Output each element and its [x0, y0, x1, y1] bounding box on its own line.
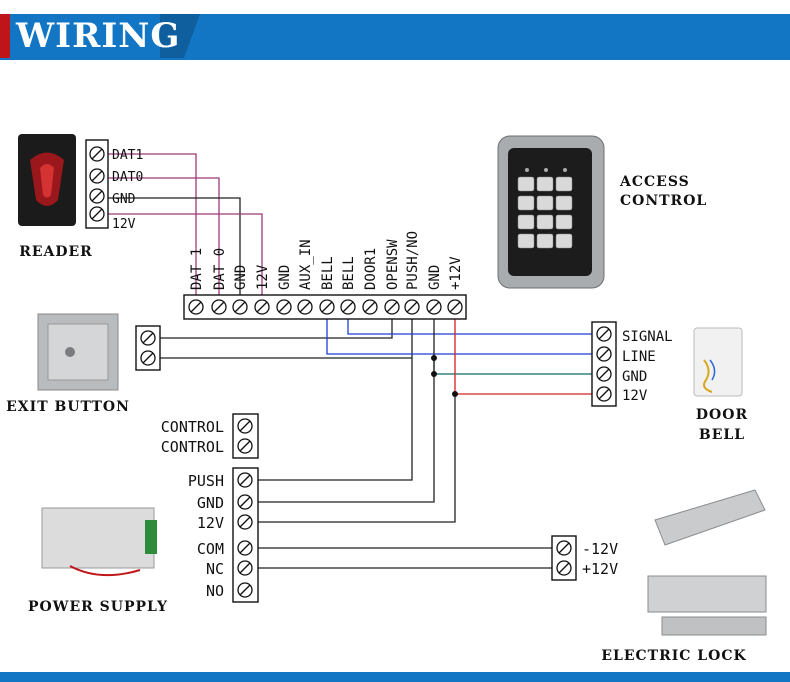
reader-terminal-gnd: GND [112, 192, 136, 207]
access-control-caption-2: CONTROL [620, 193, 707, 209]
controller-terminal-bell-2: BELL [341, 256, 357, 290]
power-terminal-push: PUSH [188, 472, 224, 490]
controller-terminal-door1: DOOR1 [363, 248, 379, 290]
controller-terminal-gnd-2: GND [277, 265, 293, 290]
controller-terminal-gnd-3: GND [427, 265, 443, 290]
page-title: WIRING [16, 16, 181, 56]
door-bell-caption-2: BELL [699, 427, 745, 443]
reader-terminal-block [85, 139, 109, 229]
controller-terminal-push-no: PUSH/NO [405, 231, 421, 290]
controller-terminal-labels: DAT 1 DAT 0 GND 12V GND AUX_IN BELL BELL… [189, 231, 464, 290]
doorbell-terminal-line: LINE [622, 349, 656, 365]
reader-terminal-dat0: DAT0 [112, 170, 143, 185]
control-terminal-2: CONTROL [161, 438, 224, 456]
reader-terminal-dat1: DAT1 [112, 148, 143, 163]
exit-button-caption: EXIT BUTTON [6, 399, 130, 415]
reader-terminal-12v: 12V [112, 217, 136, 232]
lock-terminal-plus12v: +12V [582, 560, 618, 578]
doorbell-terminal-gnd: GND [622, 369, 647, 385]
controller-terminal-plus12v: +12V [448, 256, 464, 290]
power-terminal-block [232, 467, 259, 603]
header-bar [10, 14, 790, 58]
reader-caption: READER [19, 244, 93, 260]
access-control-image [497, 135, 605, 289]
reader-image [18, 134, 76, 226]
doorbell-terminal-12v: 12V [622, 388, 648, 404]
control-screws [237, 418, 253, 454]
controller-terminal-dat1: DAT 1 [189, 248, 205, 290]
power-terminal-com: COM [197, 540, 224, 558]
power-terminal-gnd: GND [197, 494, 224, 512]
wires [108, 153, 592, 569]
exit-button-image [37, 313, 119, 391]
controller-terminal-gnd-1: GND [233, 265, 249, 290]
controller-terminal-12v: 12V [255, 264, 271, 290]
footer-bar [0, 672, 790, 682]
power-supply-caption: POWER SUPPLY [28, 599, 168, 615]
power-terminal-no: NO [206, 582, 224, 600]
exit-button-screws [140, 330, 156, 366]
doorbell-screws [596, 326, 612, 402]
control-terminal-1: CONTROL [161, 418, 224, 436]
power-terminal-12v: 12V [197, 514, 224, 532]
header-underline [0, 58, 790, 60]
header-red-tab [0, 14, 10, 58]
doorbell-terminal-signal: SIGNAL [622, 329, 673, 345]
door-bell-image [693, 327, 743, 397]
controller-terminal-opensw: OPENSW [385, 239, 401, 290]
lock-screws [556, 540, 572, 576]
reader-screws [89, 146, 105, 222]
controller-terminal-dat0: DAT 0 [212, 248, 228, 290]
electric-lock-image [647, 489, 767, 636]
power-screws [237, 472, 253, 598]
power-terminal-nc: NC [206, 560, 224, 578]
controller-terminal-bell-1: BELL [320, 256, 336, 290]
door-bell-caption-1: DOOR [696, 407, 748, 423]
wire-junctions [431, 355, 458, 397]
electric-lock-caption: ELECTRIC LOCK [601, 648, 746, 664]
power-supply-image [41, 507, 157, 577]
lock-terminal-minus12v: -12V [582, 540, 618, 558]
controller-terminal-aux-in: AUX_IN [298, 239, 314, 290]
access-control-caption-1: ACCESS [619, 174, 690, 190]
controller-screws [188, 299, 463, 315]
